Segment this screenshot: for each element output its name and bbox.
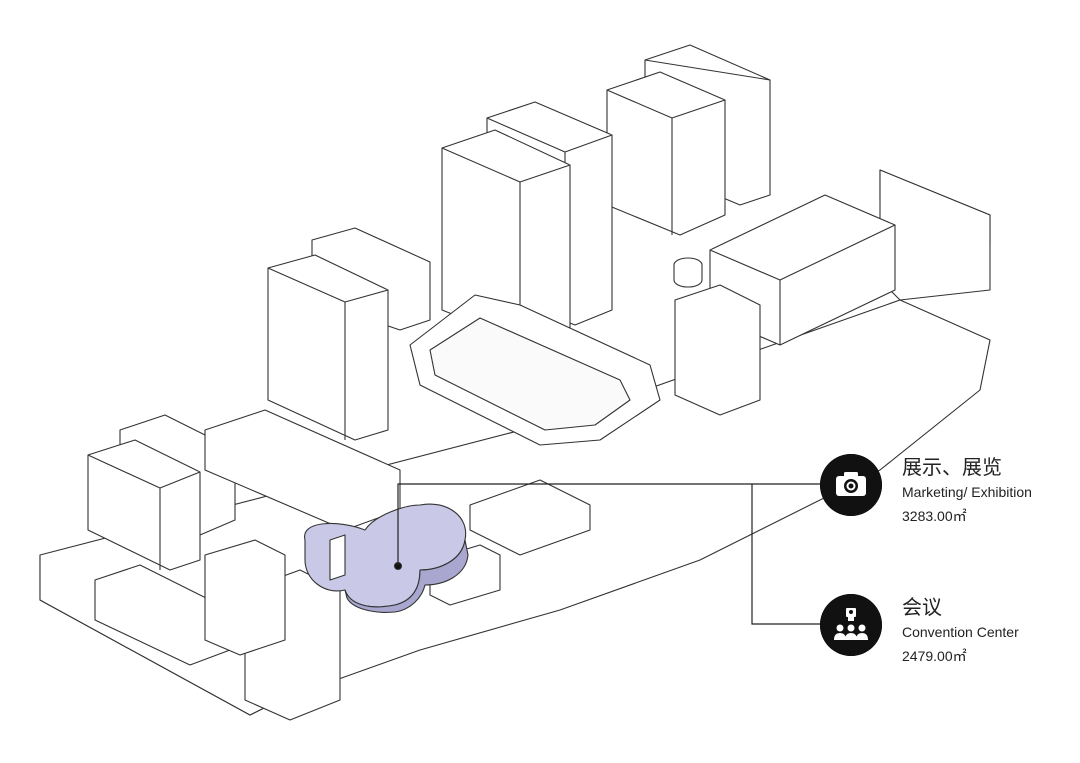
convention-title-en: Convention Center [902, 624, 1019, 640]
convention-area: 2479.00㎡ [902, 648, 967, 664]
legend-item-convention: 会议 Convention Center 2479.00㎡ [820, 594, 1070, 684]
convention-title-zh: 会议 [902, 595, 942, 619]
exhibition-title-zh: 展示、展览 [902, 455, 1002, 479]
building-massing [39, 44, 991, 721]
leader-lines [397, 483, 820, 625]
audience-icon [820, 594, 882, 656]
highlighted-volume [304, 503, 469, 613]
highlight-side [344, 539, 469, 613]
exhibition-area: 3283.00㎡ [902, 508, 967, 524]
camera-icon [820, 454, 882, 516]
legend-item-exhibition: 展示、展览 Marketing/ Exhibition 3283.00㎡ [820, 454, 1070, 544]
exhibition-title-en: Marketing/ Exhibition [902, 484, 1032, 500]
